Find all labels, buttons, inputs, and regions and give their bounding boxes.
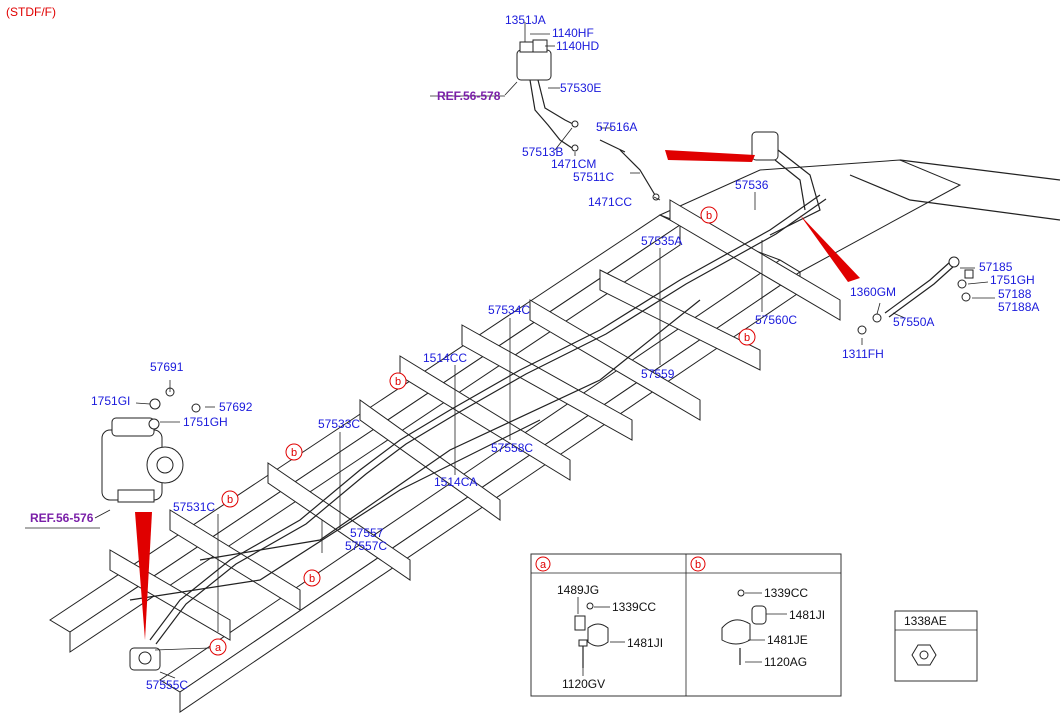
label-a-1339CC: 1339CC xyxy=(612,600,656,614)
svg-text:b: b xyxy=(395,376,401,388)
label-a-1481JI: 1481JI xyxy=(627,636,663,650)
svg-text:a: a xyxy=(215,642,222,654)
svg-text:b: b xyxy=(291,447,297,459)
label-57535A: 57535A xyxy=(641,234,682,248)
label-57692: 57692 xyxy=(219,400,253,414)
pump-assembly xyxy=(129,647,161,671)
label-1360GM: 1360GM xyxy=(850,285,896,299)
label-57513B: 57513B xyxy=(522,145,563,159)
label-1120GV: 1120GV xyxy=(562,677,605,691)
variant-label: (STDF/F) xyxy=(6,5,56,19)
svg-text:b: b xyxy=(744,332,750,344)
label-1311FH: 1311FH xyxy=(842,347,884,361)
label-57560C: 57560C xyxy=(755,313,797,327)
label-1471CC: 1471CC xyxy=(588,195,632,209)
svg-text:b: b xyxy=(227,494,233,506)
detail-box-1338AE: 1338AE xyxy=(894,610,978,682)
leader-lines xyxy=(25,22,995,679)
label-ref-56-578: REF.56-578 xyxy=(437,89,501,103)
return-pipe-57550A xyxy=(857,256,974,335)
label-1481JE: 1481JE xyxy=(767,633,808,647)
red-leader-lower xyxy=(135,512,152,640)
label-1514CC: 1514CC xyxy=(423,351,467,365)
label-57557: 57557 xyxy=(350,526,384,540)
svg-text:b: b xyxy=(706,210,712,222)
red-leader-right xyxy=(800,215,860,282)
label-57511C: 57511C xyxy=(573,170,614,184)
callout-b-2 xyxy=(738,328,756,346)
callout-b-4 xyxy=(285,443,303,461)
callout-b-5 xyxy=(221,490,239,508)
label-57558C: 57558C xyxy=(491,441,533,455)
label-57557C: 57557C xyxy=(345,539,387,553)
label-1751GH-right: 1751GH xyxy=(990,273,1035,287)
label-57534C: 57534C xyxy=(488,303,530,317)
label-1489JG: 1489JG xyxy=(557,583,599,597)
label-1751GI: 1751GI xyxy=(91,394,130,408)
label-57533C: 57533C xyxy=(318,417,360,431)
callout-b-1 xyxy=(700,206,718,224)
label-57531C: 57531C xyxy=(173,500,215,514)
label-57185: 57185 xyxy=(979,260,1013,274)
callouts: b b b b b b a xyxy=(209,206,756,656)
callout-b-6 xyxy=(303,569,321,587)
label-1140HF: 1140HF xyxy=(552,26,594,40)
label-57691: 57691 xyxy=(150,360,184,374)
svg-text:b: b xyxy=(695,559,701,571)
label-57530E: 57530E xyxy=(560,81,601,95)
label-57516A: 57516A xyxy=(596,120,637,134)
callout-b-3 xyxy=(389,372,407,390)
detail-b-clip xyxy=(721,589,787,665)
label-1471CM: 1471CM xyxy=(551,157,596,171)
label-1120AG: 1120AG xyxy=(764,655,807,669)
label-1338AE: 1338AE xyxy=(904,614,947,628)
label-1351JA: 1351JA xyxy=(505,13,546,27)
label-b-1481JI: 1481JI xyxy=(789,608,825,622)
label-1751GH-left: 1751GH xyxy=(183,415,228,429)
steering-hoses xyxy=(149,194,827,645)
part-labels: 1351JA 1140HF 1140HD REF.56-578 57530E 5… xyxy=(30,13,1039,692)
label-57536: 57536 xyxy=(735,178,769,192)
reservoir-mounted xyxy=(751,131,821,236)
detail-a-clip xyxy=(574,597,625,676)
detail-b-circle xyxy=(690,556,706,572)
svg-text:a: a xyxy=(540,559,547,571)
label-57188: 57188 xyxy=(998,287,1032,301)
svg-text:b: b xyxy=(309,573,315,585)
steering-gear xyxy=(101,387,201,503)
label-57188A: 57188A xyxy=(998,300,1039,314)
detail-a-circle xyxy=(535,556,551,572)
label-57555C: 57555C xyxy=(146,678,188,692)
label-57559: 57559 xyxy=(641,367,675,381)
label-1514CA: 1514CA xyxy=(434,475,477,489)
label-ref-56-576: REF.56-576 xyxy=(30,511,94,525)
red-leader-upper xyxy=(665,150,755,162)
label-1140HD: 1140HD xyxy=(556,39,599,53)
label-b-1339CC: 1339CC xyxy=(764,586,808,600)
detail-box-ab: a b 1489JG 1339CC 1481JI 1120GV xyxy=(530,553,842,697)
callout-a-1 xyxy=(209,638,227,656)
label-57550A: 57550A xyxy=(893,315,934,329)
